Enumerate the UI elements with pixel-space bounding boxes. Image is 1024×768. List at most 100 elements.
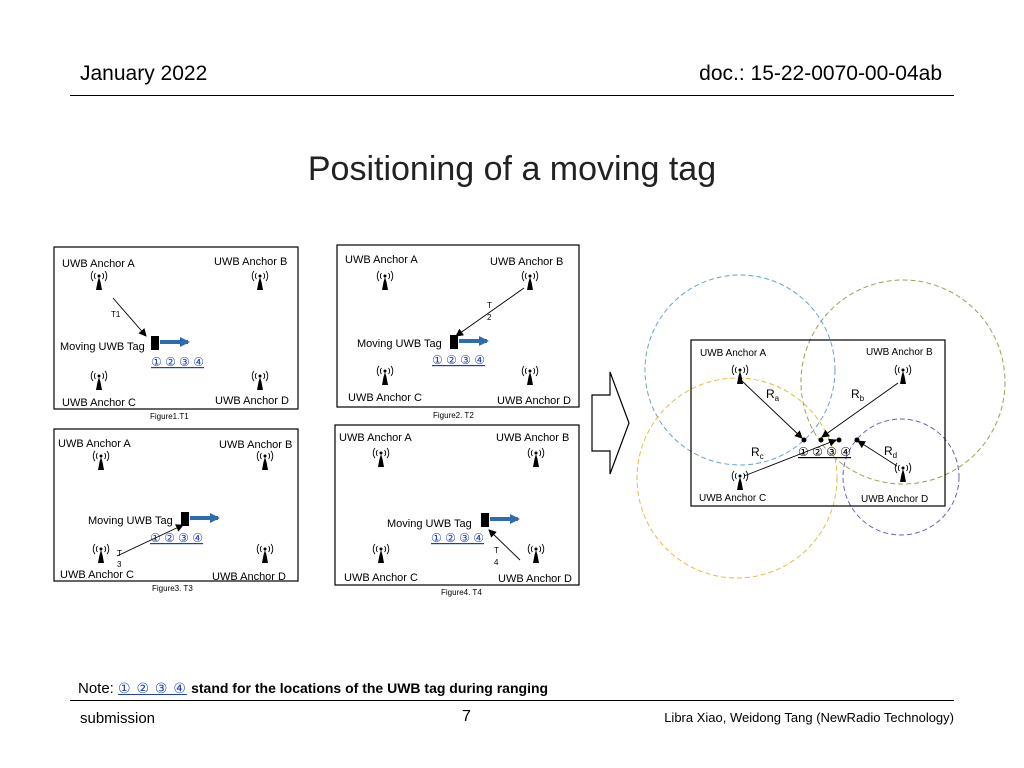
figure-4-anchor-c-icon bbox=[372, 543, 390, 564]
figure-4-tag-label: Moving UWB Tag bbox=[387, 518, 472, 530]
figure-3-tag-icon bbox=[181, 512, 189, 526]
figure-4-anchor-b-label: UWB Anchor B bbox=[496, 432, 569, 444]
combined-anchor-c-icon bbox=[731, 470, 749, 491]
range-line-b bbox=[821, 382, 899, 438]
range-circle-b bbox=[800, 279, 1006, 485]
figure-3-time-label-bottom: 3 bbox=[117, 560, 122, 569]
figure-3-location-numbers: ① ② ③ ④ bbox=[150, 531, 203, 545]
figure-4-anchor-d-icon bbox=[527, 543, 545, 564]
figure-4-anchor-a-label: UWB Anchor A bbox=[339, 432, 412, 444]
combined-anchor-d-label: UWB Anchor D bbox=[861, 494, 928, 505]
figure-2-tag-label: Moving UWB Tag bbox=[357, 338, 442, 350]
figure-2-frame bbox=[336, 244, 580, 408]
range-label-c: Rc bbox=[751, 445, 764, 461]
figure-4-time-label-top: T bbox=[494, 546, 499, 555]
figure-1-ranging-line bbox=[112, 297, 147, 337]
figure-1-anchor-c-label: UWB Anchor C bbox=[62, 397, 136, 409]
figure-3-anchor-a-icon bbox=[92, 450, 110, 471]
figure-3-anchor-b-icon bbox=[256, 450, 274, 471]
combined-anchor-b-icon bbox=[894, 364, 912, 385]
figure-3-anchor-c-label: UWB Anchor C bbox=[60, 569, 134, 581]
tag-location-4 bbox=[854, 437, 860, 443]
footer-rule bbox=[70, 700, 954, 701]
range-label-a: Ra bbox=[766, 387, 780, 403]
figure-4: UWB Anchor A UWB Anchor B Moving UWB Tag… bbox=[334, 424, 580, 597]
figure-3-anchor-b-label: UWB Anchor B bbox=[219, 439, 292, 451]
tag-location-1 bbox=[801, 437, 807, 443]
range-circle-c bbox=[636, 377, 838, 579]
note-location-numbers: ① ② ③ ④ bbox=[118, 680, 187, 696]
figure-1-tag-icon bbox=[151, 336, 159, 350]
figure-4-anchor-b-icon bbox=[527, 447, 545, 468]
figure-4-ranging-line bbox=[488, 529, 521, 561]
figure-3-tag-label: Moving UWB Tag bbox=[88, 515, 173, 527]
range-line-d bbox=[857, 440, 898, 467]
range-label-d: Rd bbox=[884, 444, 897, 460]
figure-3-caption: Figure3. T3 bbox=[152, 584, 193, 593]
header-doc-number: doc.: 15-22-0070-00-04ab bbox=[699, 62, 942, 85]
figure-3-anchor-d-icon bbox=[256, 543, 274, 564]
combined-frame bbox=[690, 339, 946, 507]
figure-4-time-label-bottom: 4 bbox=[494, 558, 499, 567]
combined-location-numbers: ① ② ③ ④ bbox=[798, 445, 851, 459]
tag-location-2 bbox=[818, 437, 824, 443]
figure-3-anchor-c-icon bbox=[92, 543, 110, 564]
note-prefix: Note: bbox=[78, 680, 114, 697]
range-label-b: Rb bbox=[851, 387, 865, 403]
figure-3-anchor-a-label: UWB Anchor A bbox=[58, 438, 131, 450]
figure-3: UWB Anchor A UWB Anchor B Moving UWB Tag… bbox=[53, 428, 299, 593]
transition-arrow-icon bbox=[591, 371, 630, 475]
figure-2-anchor-c-icon bbox=[376, 365, 394, 386]
figure-1: UWB Anchor A UWB Anchor B Moving UWB Tag… bbox=[53, 246, 299, 421]
figure-2-caption: Figure2. T2 bbox=[433, 411, 474, 420]
figure-2-location-numbers: ① ② ③ ④ bbox=[432, 353, 485, 367]
figure-1-anchor-d-label: UWB Anchor D bbox=[215, 395, 289, 407]
figure-4-anchor-c-label: UWB Anchor C bbox=[344, 572, 418, 584]
figure-2-anchor-d-label: UWB Anchor D bbox=[497, 395, 571, 407]
combined-figure: UWB Anchor A UWB Anchor B Ra Rb Rc Rd ① … bbox=[636, 274, 1006, 579]
figure-1-caption: Figure1.T1 bbox=[150, 412, 189, 421]
page-number: 7 bbox=[462, 708, 471, 725]
header-date: January 2022 bbox=[80, 62, 208, 85]
range-line-a bbox=[741, 380, 803, 439]
figure-4-tag-icon bbox=[481, 513, 489, 527]
figure-1-location-numbers: ① ② ③ ④ bbox=[151, 355, 204, 369]
figure-1-tag-label: Moving UWB Tag bbox=[60, 341, 145, 353]
figure-3-time-label-top: T bbox=[117, 549, 122, 558]
figure-3-anchor-d-label: UWB Anchor D bbox=[212, 571, 286, 583]
figure-2-anchor-b-label: UWB Anchor B bbox=[490, 256, 563, 268]
figure-1-anchor-a-label: UWB Anchor A bbox=[62, 258, 135, 270]
combined-anchor-a-label: UWB Anchor A bbox=[700, 348, 766, 359]
figure-3-frame bbox=[53, 428, 299, 582]
figure-1-anchor-b-label: UWB Anchor B bbox=[214, 256, 287, 268]
note-line: Note: ① ② ③ ④ stand for the locations of… bbox=[78, 680, 548, 697]
figure-2: UWB Anchor A UWB Anchor B Moving UWB Tag… bbox=[336, 244, 580, 420]
tag-location-3 bbox=[836, 437, 842, 443]
figure-2-anchor-c-label: UWB Anchor C bbox=[348, 392, 422, 404]
figure-1-anchor-b-icon bbox=[251, 270, 269, 291]
figure-4-frame bbox=[334, 424, 580, 586]
figure-2-ranging-line bbox=[455, 287, 525, 337]
figure-1-frame bbox=[53, 246, 299, 410]
figure-2-tag-icon bbox=[450, 335, 458, 349]
range-circle-d bbox=[842, 418, 960, 536]
figure-2-anchor-a-label: UWB Anchor A bbox=[345, 254, 418, 266]
header-rule bbox=[70, 95, 954, 96]
combined-anchor-a-icon bbox=[731, 364, 749, 385]
combined-anchor-c-label: UWB Anchor C bbox=[699, 493, 766, 504]
figure-3-ranging-line bbox=[116, 524, 184, 557]
combined-anchor-b-label: UWB Anchor B bbox=[866, 347, 933, 358]
figure-1-time-label: T1 bbox=[111, 310, 121, 319]
combined-anchor-d-icon bbox=[894, 462, 912, 483]
slide-title: Positioning of a moving tag bbox=[307, 150, 717, 188]
range-circle-a bbox=[644, 274, 836, 466]
figure-1-anchor-c-icon bbox=[90, 370, 108, 391]
figure-2-anchor-a-icon bbox=[376, 270, 394, 291]
figure-4-anchor-a-icon bbox=[372, 447, 390, 468]
figure-1-anchor-d-icon bbox=[251, 370, 269, 391]
figure-4-location-numbers: ① ② ③ ④ bbox=[431, 531, 484, 545]
figure-2-time-label-bottom: 2 bbox=[487, 313, 492, 322]
figure-4-caption: Figure4. T4 bbox=[441, 588, 482, 597]
figure-1-anchor-a-icon bbox=[90, 270, 108, 291]
range-line-c bbox=[743, 438, 837, 477]
